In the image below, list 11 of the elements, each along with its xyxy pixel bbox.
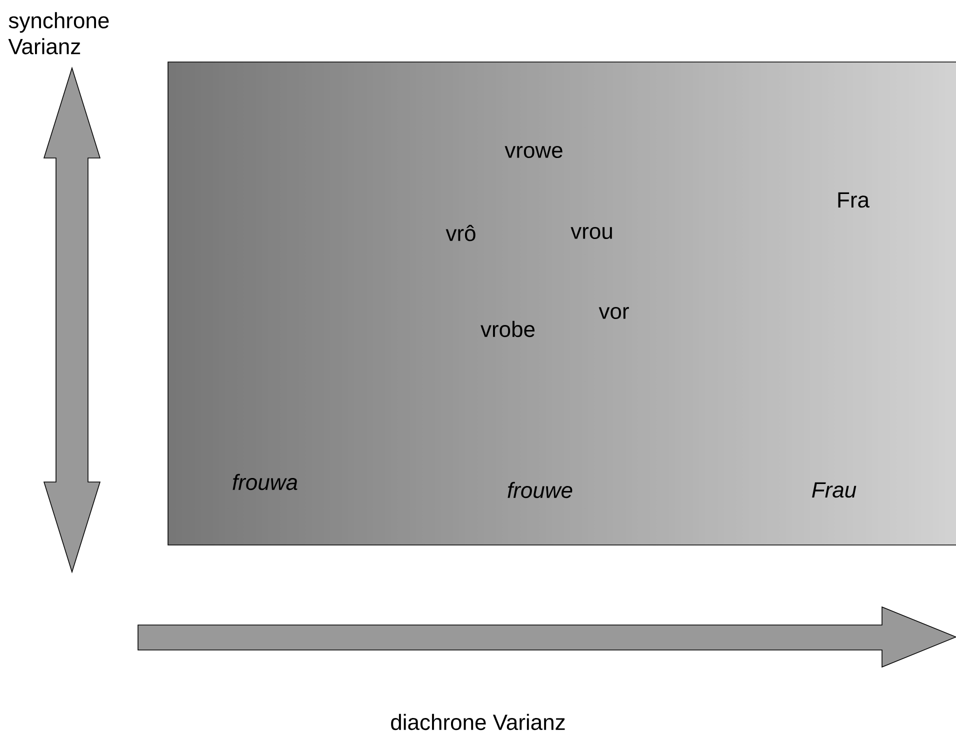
axis-label: synchrone Varianz: [8, 12, 109, 54]
word-label: Fra: [838, 192, 870, 208]
axis-label: diachrone Varianz: [391, 714, 565, 730]
word-label: vrou: [570, 226, 612, 240]
word-label: Frau: [812, 482, 856, 498]
word-label: frouwe: [508, 482, 572, 498]
word-label: frouwa: [232, 474, 298, 490]
word-label: vrowe: [504, 146, 562, 158]
word-label: vor: [598, 306, 629, 320]
word-label: vrô: [446, 224, 476, 242]
word-label: vrobe: [480, 320, 535, 338]
